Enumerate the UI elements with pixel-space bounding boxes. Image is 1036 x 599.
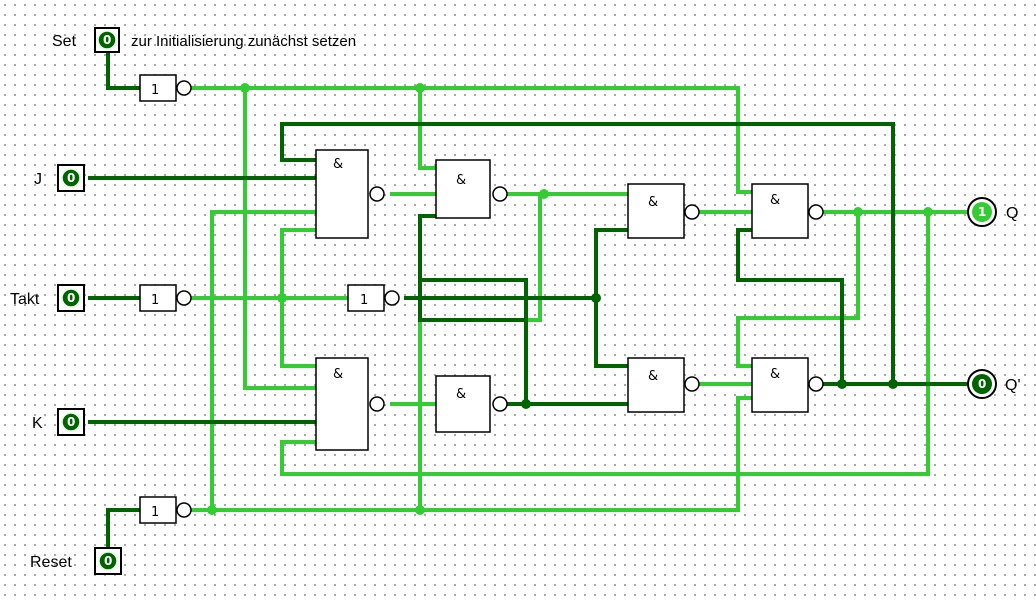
input-pin-reset[interactable]: 0 [94,547,122,575]
input-pin-j[interactable]: 0 [57,164,85,192]
svg-text:0: 0 [104,554,112,568]
input-label-takt: Takt [10,291,40,308]
svg-text:0: 0 [67,171,75,185]
wires-low [88,50,970,547]
nand-gate-symbol: & [333,367,343,382]
svg-text:0: 0 [978,377,986,391]
output-label-q: Q [1006,205,1018,222]
svg-text:1: 1 [978,205,986,219]
input-label-k: K [32,415,43,432]
input-label-j: J [34,171,42,188]
nand-gate-symbol: & [770,193,780,208]
nand-gate-5[interactable]: & [627,183,700,239]
not-gate-symbol: 1 [360,293,368,308]
nand-gate-symbol: & [648,195,658,210]
output-pin-q: 1 [967,197,997,227]
nand-gate-symbol: & [456,173,466,188]
junctions [207,83,933,515]
not-gate-takt[interactable]: 1 [139,284,192,312]
annotation-note: zur Initialisierung zunächst setzen [131,33,356,50]
not-gate-symbol: 1 [151,505,159,520]
input-pin-set[interactable]: 0 [94,27,120,53]
input-label-set: Set [52,33,77,50]
nand-gate-6[interactable]: & [627,357,700,413]
not-gate-set[interactable]: 1 [139,74,192,102]
svg-text:0: 0 [67,291,75,305]
nand-gate-8[interactable]: & [751,357,824,413]
input-pin-takt[interactable]: 0 [57,284,85,312]
nand-gate-2[interactable]: & [315,357,385,451]
nand-gate-7[interactable]: & [751,183,824,239]
input-label-reset: Reset [30,554,72,571]
not-gate-clock-inverse[interactable]: 1 [347,284,400,312]
nand-gate-symbol: & [770,367,780,382]
nand-gate-3[interactable]: & [435,159,508,219]
output-pin-q-not: 0 [967,369,997,399]
not-gate-reset[interactable]: 1 [139,496,192,524]
nand-gate-symbol: & [333,157,343,172]
nand-gate-1[interactable]: & [315,149,385,239]
svg-text:0: 0 [103,33,111,47]
not-gate-symbol: 1 [151,83,159,98]
input-pin-k[interactable]: 0 [57,408,85,436]
nand-gate-symbol: & [456,387,466,402]
nand-gate-4[interactable]: & [435,375,508,433]
output-label-q-not: Q' [1005,377,1021,394]
not-gate-symbol: 1 [151,293,159,308]
svg-text:0: 0 [67,415,75,429]
nand-gate-symbol: & [648,369,658,384]
